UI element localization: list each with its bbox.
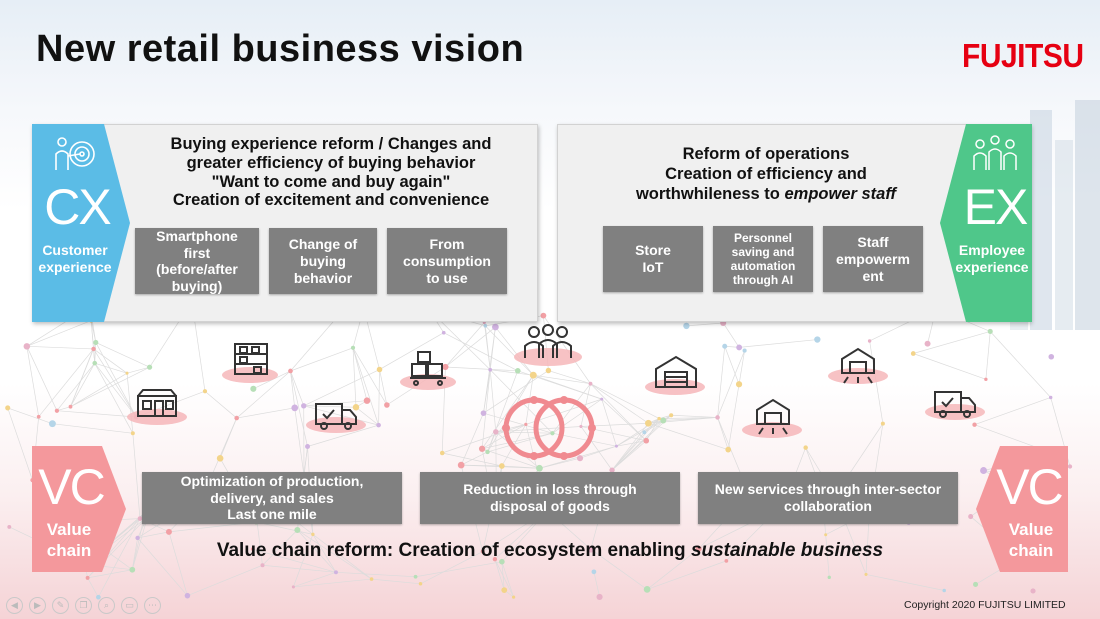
vc-box-optimization: Optimization of production,delivery, and… [142,472,402,524]
pen-tool-button[interactable]: ✎ [52,597,69,614]
factory-icon [841,347,875,384]
vc-badge-right-text: VC [996,459,1063,515]
cx-badge [32,124,130,322]
value-chain-statement: Value chain reform: Creation of ecosyste… [216,540,884,561]
delivery-truck-icon [934,391,976,418]
target-person-icon [55,137,95,170]
warehouse-icon [655,355,697,388]
fujitsu-logo: FUJITSU [962,38,1084,75]
store-icon [137,389,177,417]
rings-icon [502,396,596,460]
truck-icon [315,403,357,430]
shelves-icon [234,343,268,375]
previous-slide-button[interactable]: ◀ [6,597,23,614]
zoom-button[interactable]: ⌕ [98,597,115,614]
screen-button[interactable]: ▭ [121,597,138,614]
vc-badge-left [32,446,126,572]
ex-badge [940,124,1032,322]
copyright-text: Copyright 2020 FUJITSU LIMITED [904,599,1066,611]
see-all-slides-button[interactable]: ❐ [75,597,92,614]
more-options-button[interactable]: ⋯ [144,597,161,614]
next-slide-button[interactable]: ▶ [29,597,46,614]
factory-icon [756,398,790,435]
cx-badge-text: CX [44,179,111,235]
page-title: New retail business vision [36,28,525,70]
boxes-icon [410,351,446,386]
vc-badge-left-text: VC [38,459,105,515]
slide-nav-controls: ◀ ▶ ✎ ❐ ⌕ ▭ ⋯ [6,597,161,614]
vc-badge-right [976,446,1068,572]
team-icon [973,135,1017,170]
people-icon [524,324,572,358]
ex-badge-text: EX [963,179,1029,235]
